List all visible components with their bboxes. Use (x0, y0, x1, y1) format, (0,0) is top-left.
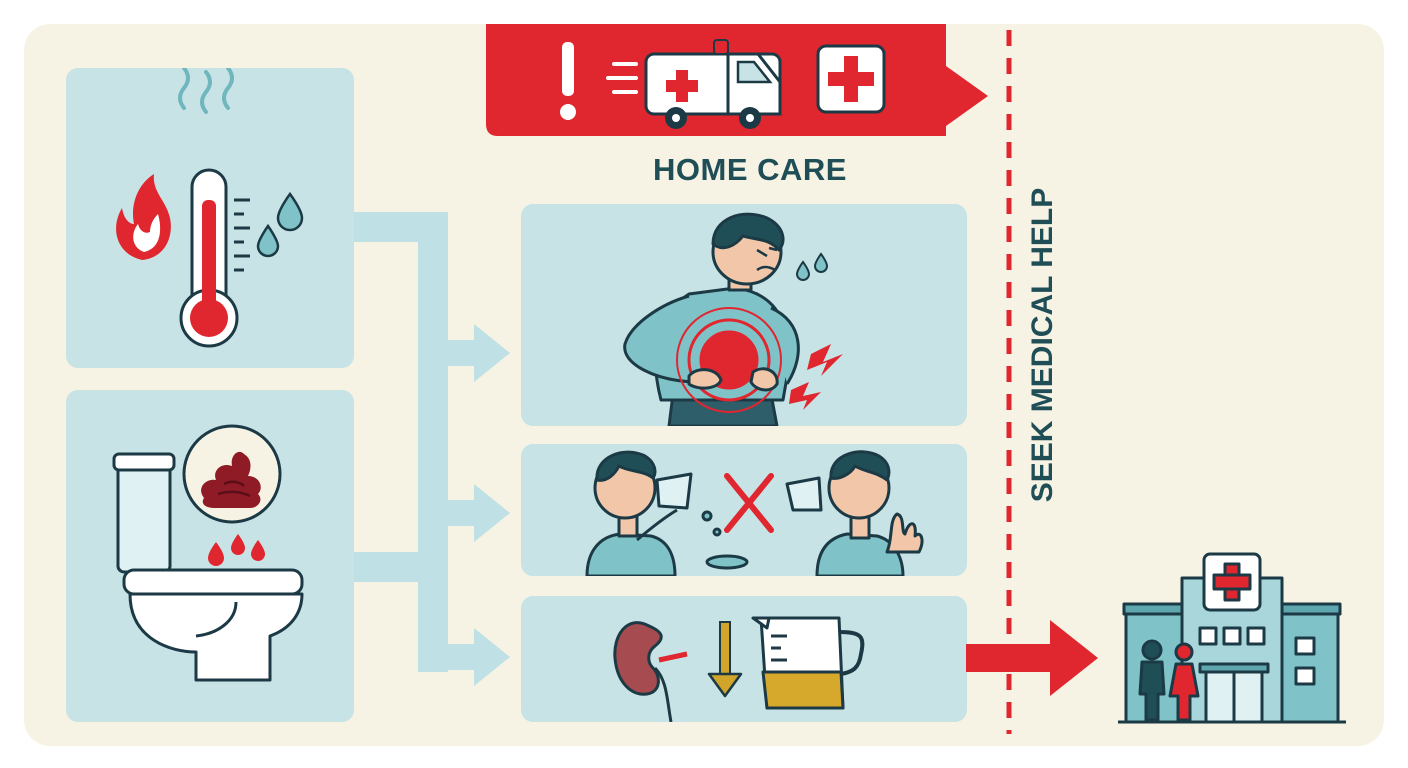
ambulance-icon (644, 39, 782, 129)
hospital-icon (1118, 552, 1346, 724)
kidney-icon (613, 621, 688, 722)
down-arrow-icon (707, 621, 743, 698)
abdominal-pain-icon (623, 212, 800, 426)
home-care-label: HOME CARE (653, 152, 847, 187)
seek-help-divider (1006, 30, 1012, 734)
cannot-keep-fluids-panel (521, 444, 967, 576)
not-allowed-cross-icon (724, 473, 774, 533)
seek-medical-help-label: SEEK MEDICAL HELP (1026, 187, 1059, 503)
sweat-drops-icon (795, 252, 829, 281)
seek-help-arrow (966, 620, 1098, 696)
measuring-jug-icon (751, 616, 865, 710)
sweat-drops-icon (256, 191, 304, 258)
flame-icon (116, 174, 171, 260)
blood-drops-icon (208, 534, 265, 566)
toilet-icon (112, 452, 304, 682)
fever-panel (66, 68, 354, 368)
steam-lines (178, 68, 234, 114)
thermometer-icon (179, 168, 250, 348)
pain-bolt-icon (789, 344, 843, 410)
abdominal-pain-panel (521, 204, 967, 426)
bloody-stool-panel (66, 390, 354, 722)
emergency-banner (486, 24, 990, 140)
bloody-stool-icon (182, 424, 282, 524)
cannot-keep-fluids-icon (585, 450, 924, 576)
first-aid-icon (816, 44, 886, 114)
exclamation-icon (560, 42, 576, 120)
reduced-urine-panel (521, 596, 967, 722)
